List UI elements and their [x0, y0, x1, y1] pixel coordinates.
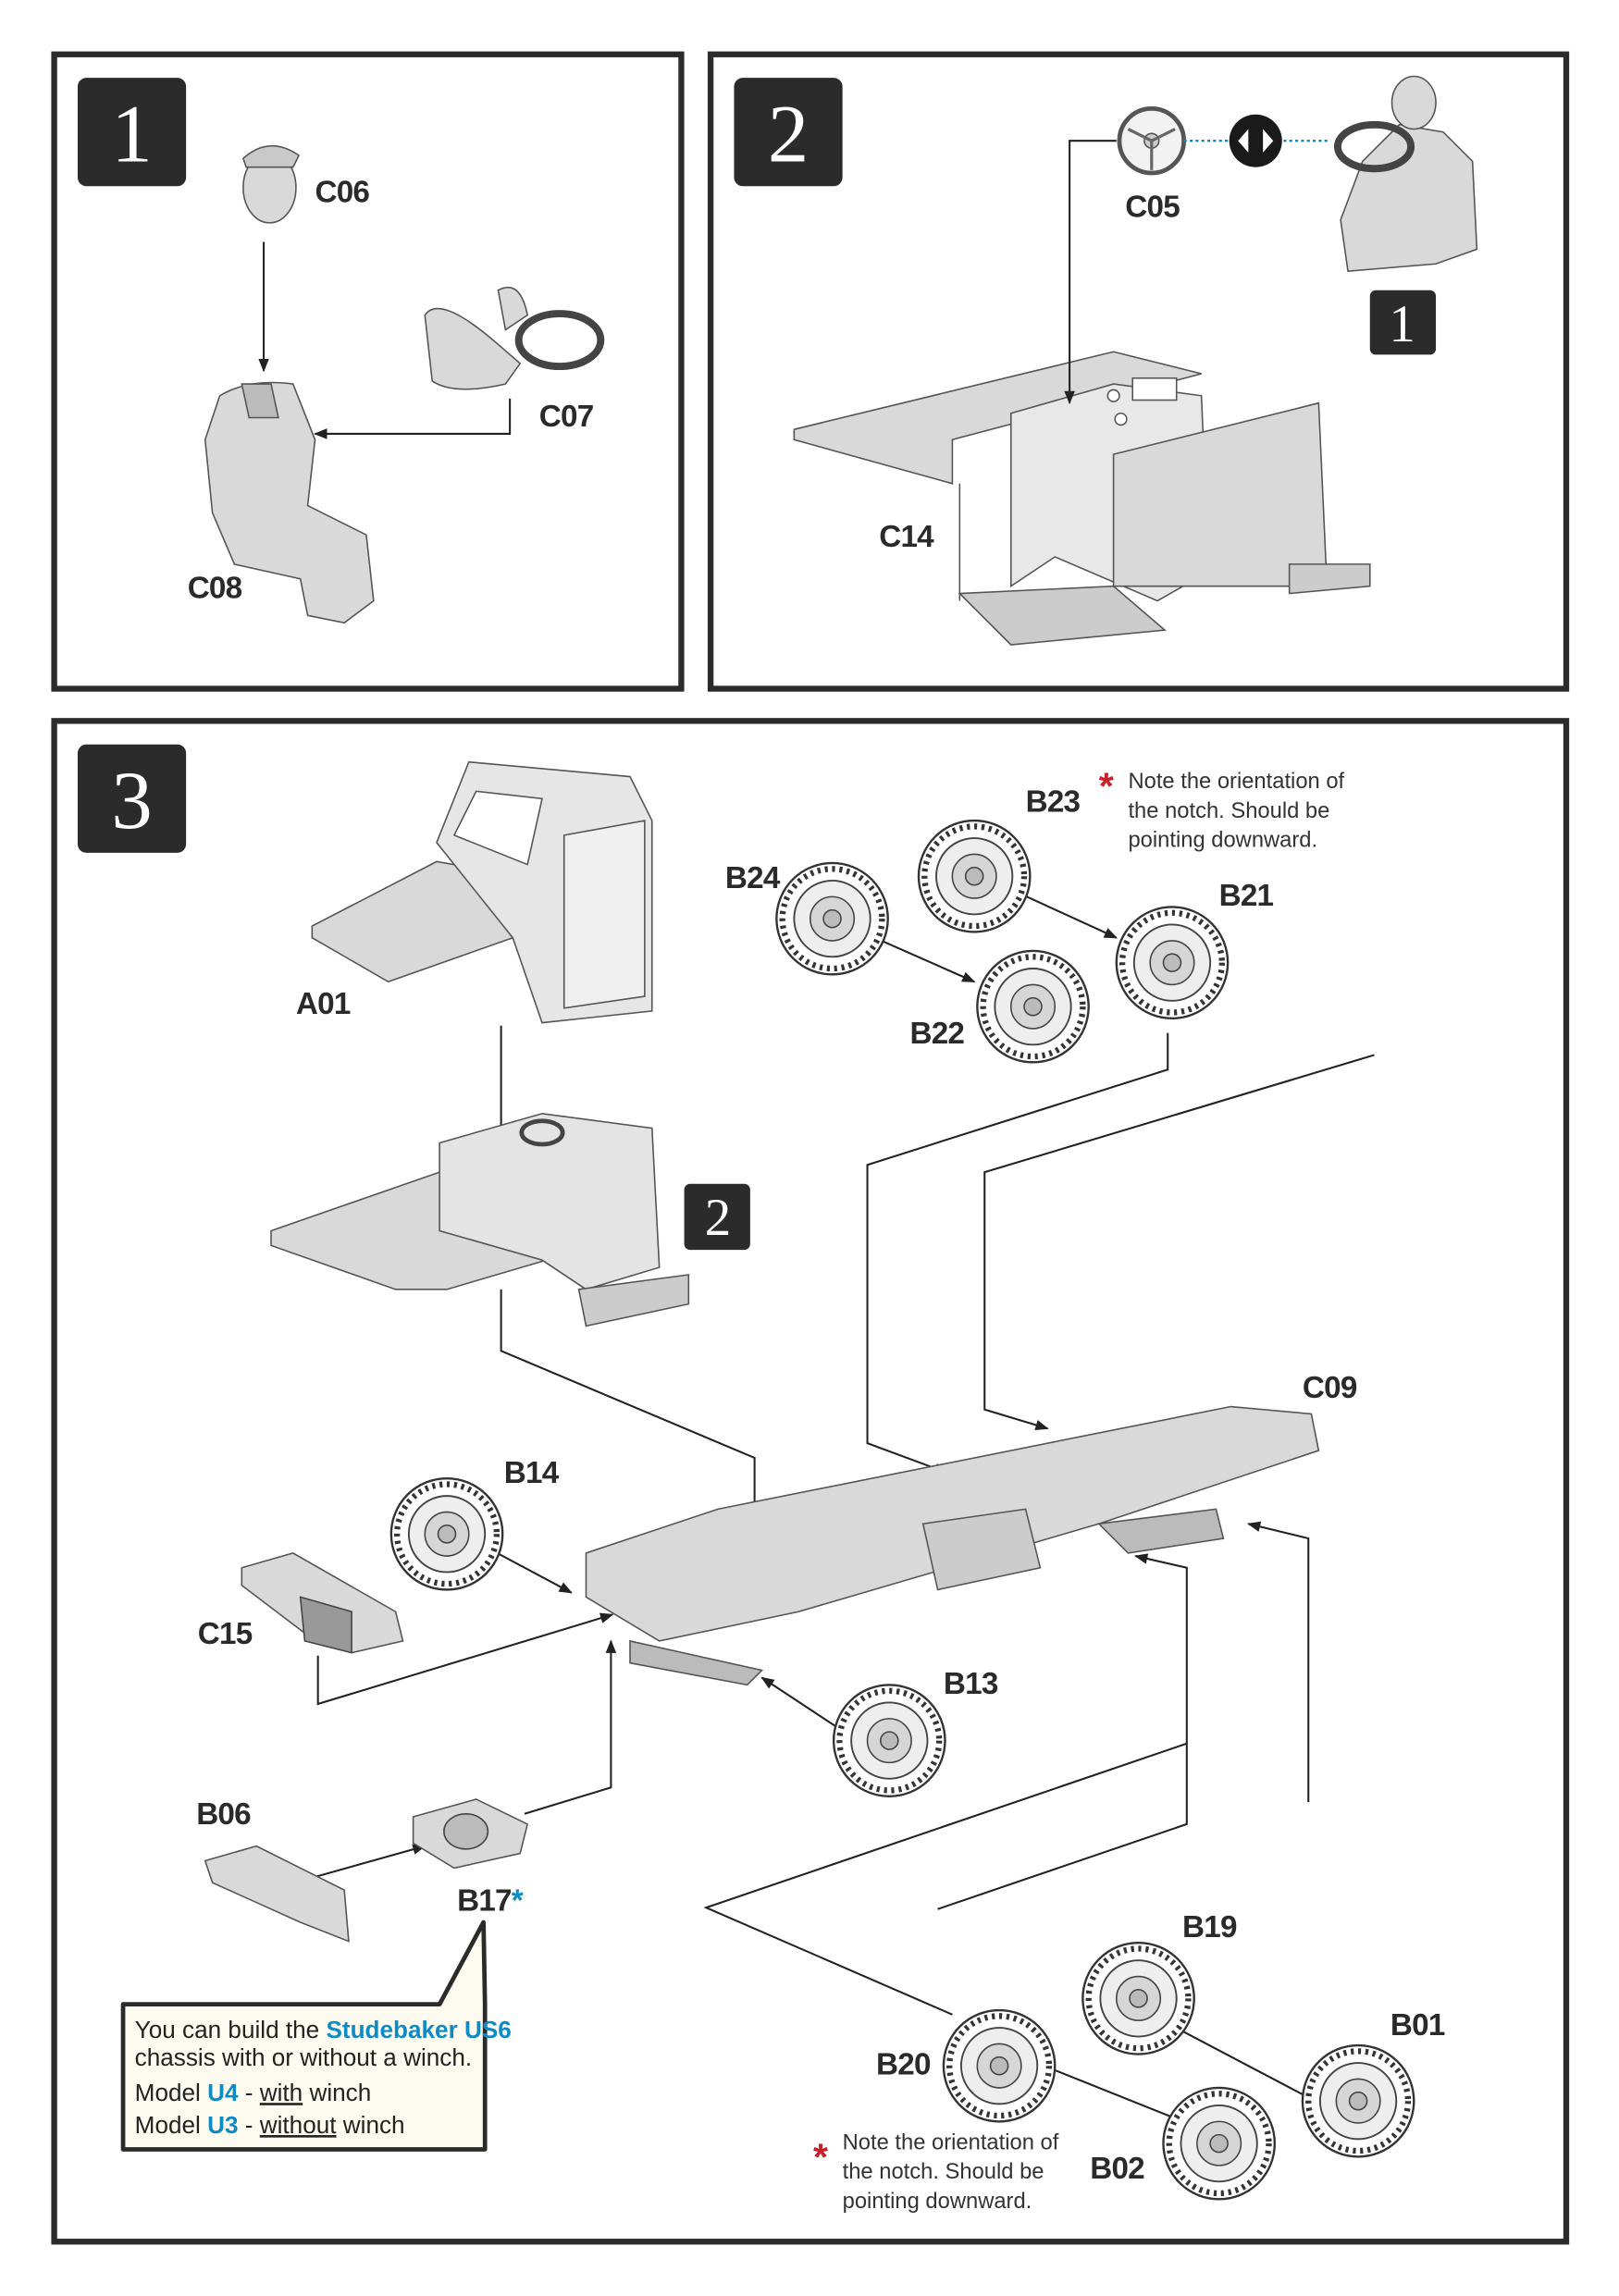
- svg-text:Model U4 - with winch: Model U4 - with winch: [135, 2079, 372, 2106]
- label-c09: C09: [1303, 1371, 1357, 1405]
- floor-part-c14: [793, 351, 1371, 646]
- chassis-part-c09: [585, 1405, 1320, 1686]
- steering-wheel-part-c05: [1117, 105, 1187, 176]
- svg-text:Note the orientation of: Note the orientation of: [1128, 769, 1344, 794]
- asterisk-icon: *: [813, 2136, 828, 2179]
- svg-text:the notch. Should be: the notch. Should be: [1128, 798, 1329, 823]
- label-b20: B20: [876, 2048, 931, 2082]
- head-part-c06: [241, 144, 301, 224]
- label-b19: B19: [1182, 1910, 1237, 1944]
- svg-text:Note the orientation of: Note the orientation of: [843, 2129, 1059, 2154]
- label-c07: C07: [539, 400, 594, 434]
- label-b06: B06: [196, 1797, 251, 1832]
- label-b01: B01: [1390, 2008, 1445, 2043]
- label-b21: B21: [1219, 879, 1274, 913]
- cab-part-a01: [311, 760, 653, 1024]
- notch-note-bottom: * Note the orientation of the notch. Sho…: [813, 2129, 1059, 2213]
- step-number: 1: [111, 89, 152, 179]
- wheel-b23: [919, 821, 1030, 932]
- bumper-part-b06: [204, 1845, 350, 1943]
- step-2-reference-badge: [684, 1183, 750, 1251]
- step-number: 2: [768, 89, 809, 179]
- wheel-b22: [977, 951, 1088, 1062]
- label-b17: B17*: [457, 1883, 524, 1918]
- label-b13: B13: [944, 1667, 998, 1701]
- wheel-b24: [776, 863, 887, 974]
- step-number: 3: [111, 756, 152, 846]
- label-b23: B23: [1026, 785, 1081, 820]
- label-b02: B02: [1090, 2152, 1144, 2186]
- svg-text:pointing downward.: pointing downward.: [843, 2189, 1032, 2214]
- label-b14: B14: [504, 1456, 560, 1490]
- winch-info-callout: You can build the Studebaker US6 chassis…: [120, 1920, 512, 2152]
- wheel-b13: [834, 1685, 945, 1796]
- seated-driver-reference: [1333, 75, 1478, 273]
- grille-part-c15: [241, 1552, 404, 1654]
- svg-text:chassis with or without a winc: chassis with or without a winch.: [135, 2043, 472, 2071]
- step-badge: [77, 744, 187, 853]
- label-b24: B24: [725, 861, 781, 895]
- step-reference-number: 1: [1389, 295, 1415, 353]
- step-1-reference-badge: [1369, 290, 1437, 355]
- label-b22: B22: [909, 1017, 964, 1051]
- wheel-b20: [944, 2010, 1055, 2121]
- wheel-b21: [1117, 907, 1228, 1018]
- label-c15: C15: [198, 1617, 253, 1651]
- svg-text:pointing downward.: pointing downward.: [1128, 828, 1317, 853]
- wheel-b02: [1163, 2088, 1274, 2199]
- step-2-panel: 2 1 C05 C14: [707, 51, 1570, 692]
- panel-border: [51, 718, 1570, 2245]
- wheel-b19: [1082, 1943, 1193, 2054]
- arms-wheel-part-c07: [424, 286, 605, 390]
- asterisk-icon: *: [1099, 764, 1114, 807]
- label-c05: C05: [1125, 191, 1180, 225]
- swap-arrows-icon: [1229, 114, 1282, 167]
- wheel-b01: [1303, 2045, 1414, 2156]
- step-badge: [734, 78, 843, 187]
- svg-text:You can build the Studebaker U: You can build the Studebaker US6: [135, 2016, 512, 2043]
- label-c08: C08: [188, 571, 242, 605]
- body-part-c08: [204, 381, 375, 624]
- step-1-panel: 1 C06 C07 C08: [51, 51, 685, 692]
- step-3-panel: 3 2: [51, 718, 1570, 2245]
- notch-note-top: * Note the orientation of the notch. Sho…: [1099, 764, 1345, 852]
- winch-part-b17: [412, 1798, 529, 1870]
- wheel-b14: [391, 1478, 502, 1589]
- step-badge: [77, 78, 187, 187]
- step-reference-number: 2: [705, 1189, 732, 1247]
- label-c06: C06: [315, 176, 369, 210]
- svg-text:Model U3 - without winch: Model U3 - without winch: [135, 2111, 405, 2139]
- label-c14: C14: [879, 520, 934, 554]
- label-a01: A01: [296, 987, 351, 1021]
- cab-floor-assembly: [270, 1112, 690, 1327]
- svg-text:the notch. Should be: the notch. Should be: [843, 2159, 1044, 2184]
